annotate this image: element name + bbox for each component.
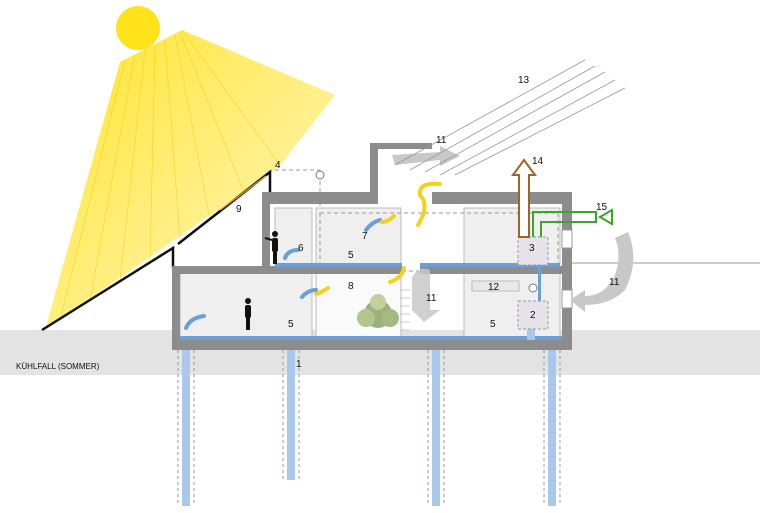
thermal-activation-slabs bbox=[180, 263, 562, 340]
person-icon-2 bbox=[264, 231, 278, 264]
label-1: 1 bbox=[296, 359, 302, 370]
label-8: 8 bbox=[348, 281, 354, 292]
fan-icon-2 bbox=[528, 283, 538, 293]
staircase bbox=[400, 289, 410, 331]
caption-cooling-case: KÜHLFALL (SOMMER) bbox=[16, 362, 100, 371]
cool-air-arrows bbox=[184, 218, 382, 330]
solar-radiation-beam bbox=[45, 30, 335, 330]
label-11c: 11 bbox=[609, 277, 620, 288]
label-12: 12 bbox=[488, 282, 500, 293]
wind-lines bbox=[394, 59, 626, 176]
storage-box bbox=[471, 280, 520, 292]
label-11b: 11 bbox=[426, 293, 437, 304]
fan-icon bbox=[315, 170, 325, 180]
label-5b: 5 bbox=[348, 250, 354, 261]
solar-rays bbox=[59, 29, 281, 321]
warm-air-arrows bbox=[314, 181, 442, 296]
label-5c: 5 bbox=[490, 319, 496, 330]
concrete-structure bbox=[172, 143, 572, 350]
label-11a: 11 bbox=[436, 135, 447, 146]
label-5a: 5 bbox=[288, 319, 294, 330]
dashed-duct-top bbox=[275, 169, 321, 268]
label-14: 14 bbox=[532, 156, 544, 167]
heat-pump-box bbox=[517, 300, 549, 330]
plant-icon bbox=[357, 294, 399, 328]
label-2: 2 bbox=[530, 310, 536, 321]
label-4: 4 bbox=[275, 160, 281, 171]
shading-element bbox=[219, 175, 267, 211]
label-6: 6 bbox=[298, 243, 304, 254]
label-13: 13 bbox=[518, 75, 530, 86]
fresh-air-intake-icon bbox=[598, 208, 613, 226]
sun-icon bbox=[116, 6, 160, 50]
exhaust-arrow bbox=[511, 158, 537, 238]
energy-piles bbox=[177, 325, 561, 506]
label-15: 15 bbox=[596, 202, 608, 213]
fresh-air-duct bbox=[532, 211, 597, 237]
label-3: 3 bbox=[529, 243, 535, 254]
person-icon bbox=[245, 298, 251, 330]
label-7: 7 bbox=[362, 231, 368, 242]
label-9: 9 bbox=[236, 204, 242, 215]
sloped-glazing bbox=[41, 169, 272, 332]
